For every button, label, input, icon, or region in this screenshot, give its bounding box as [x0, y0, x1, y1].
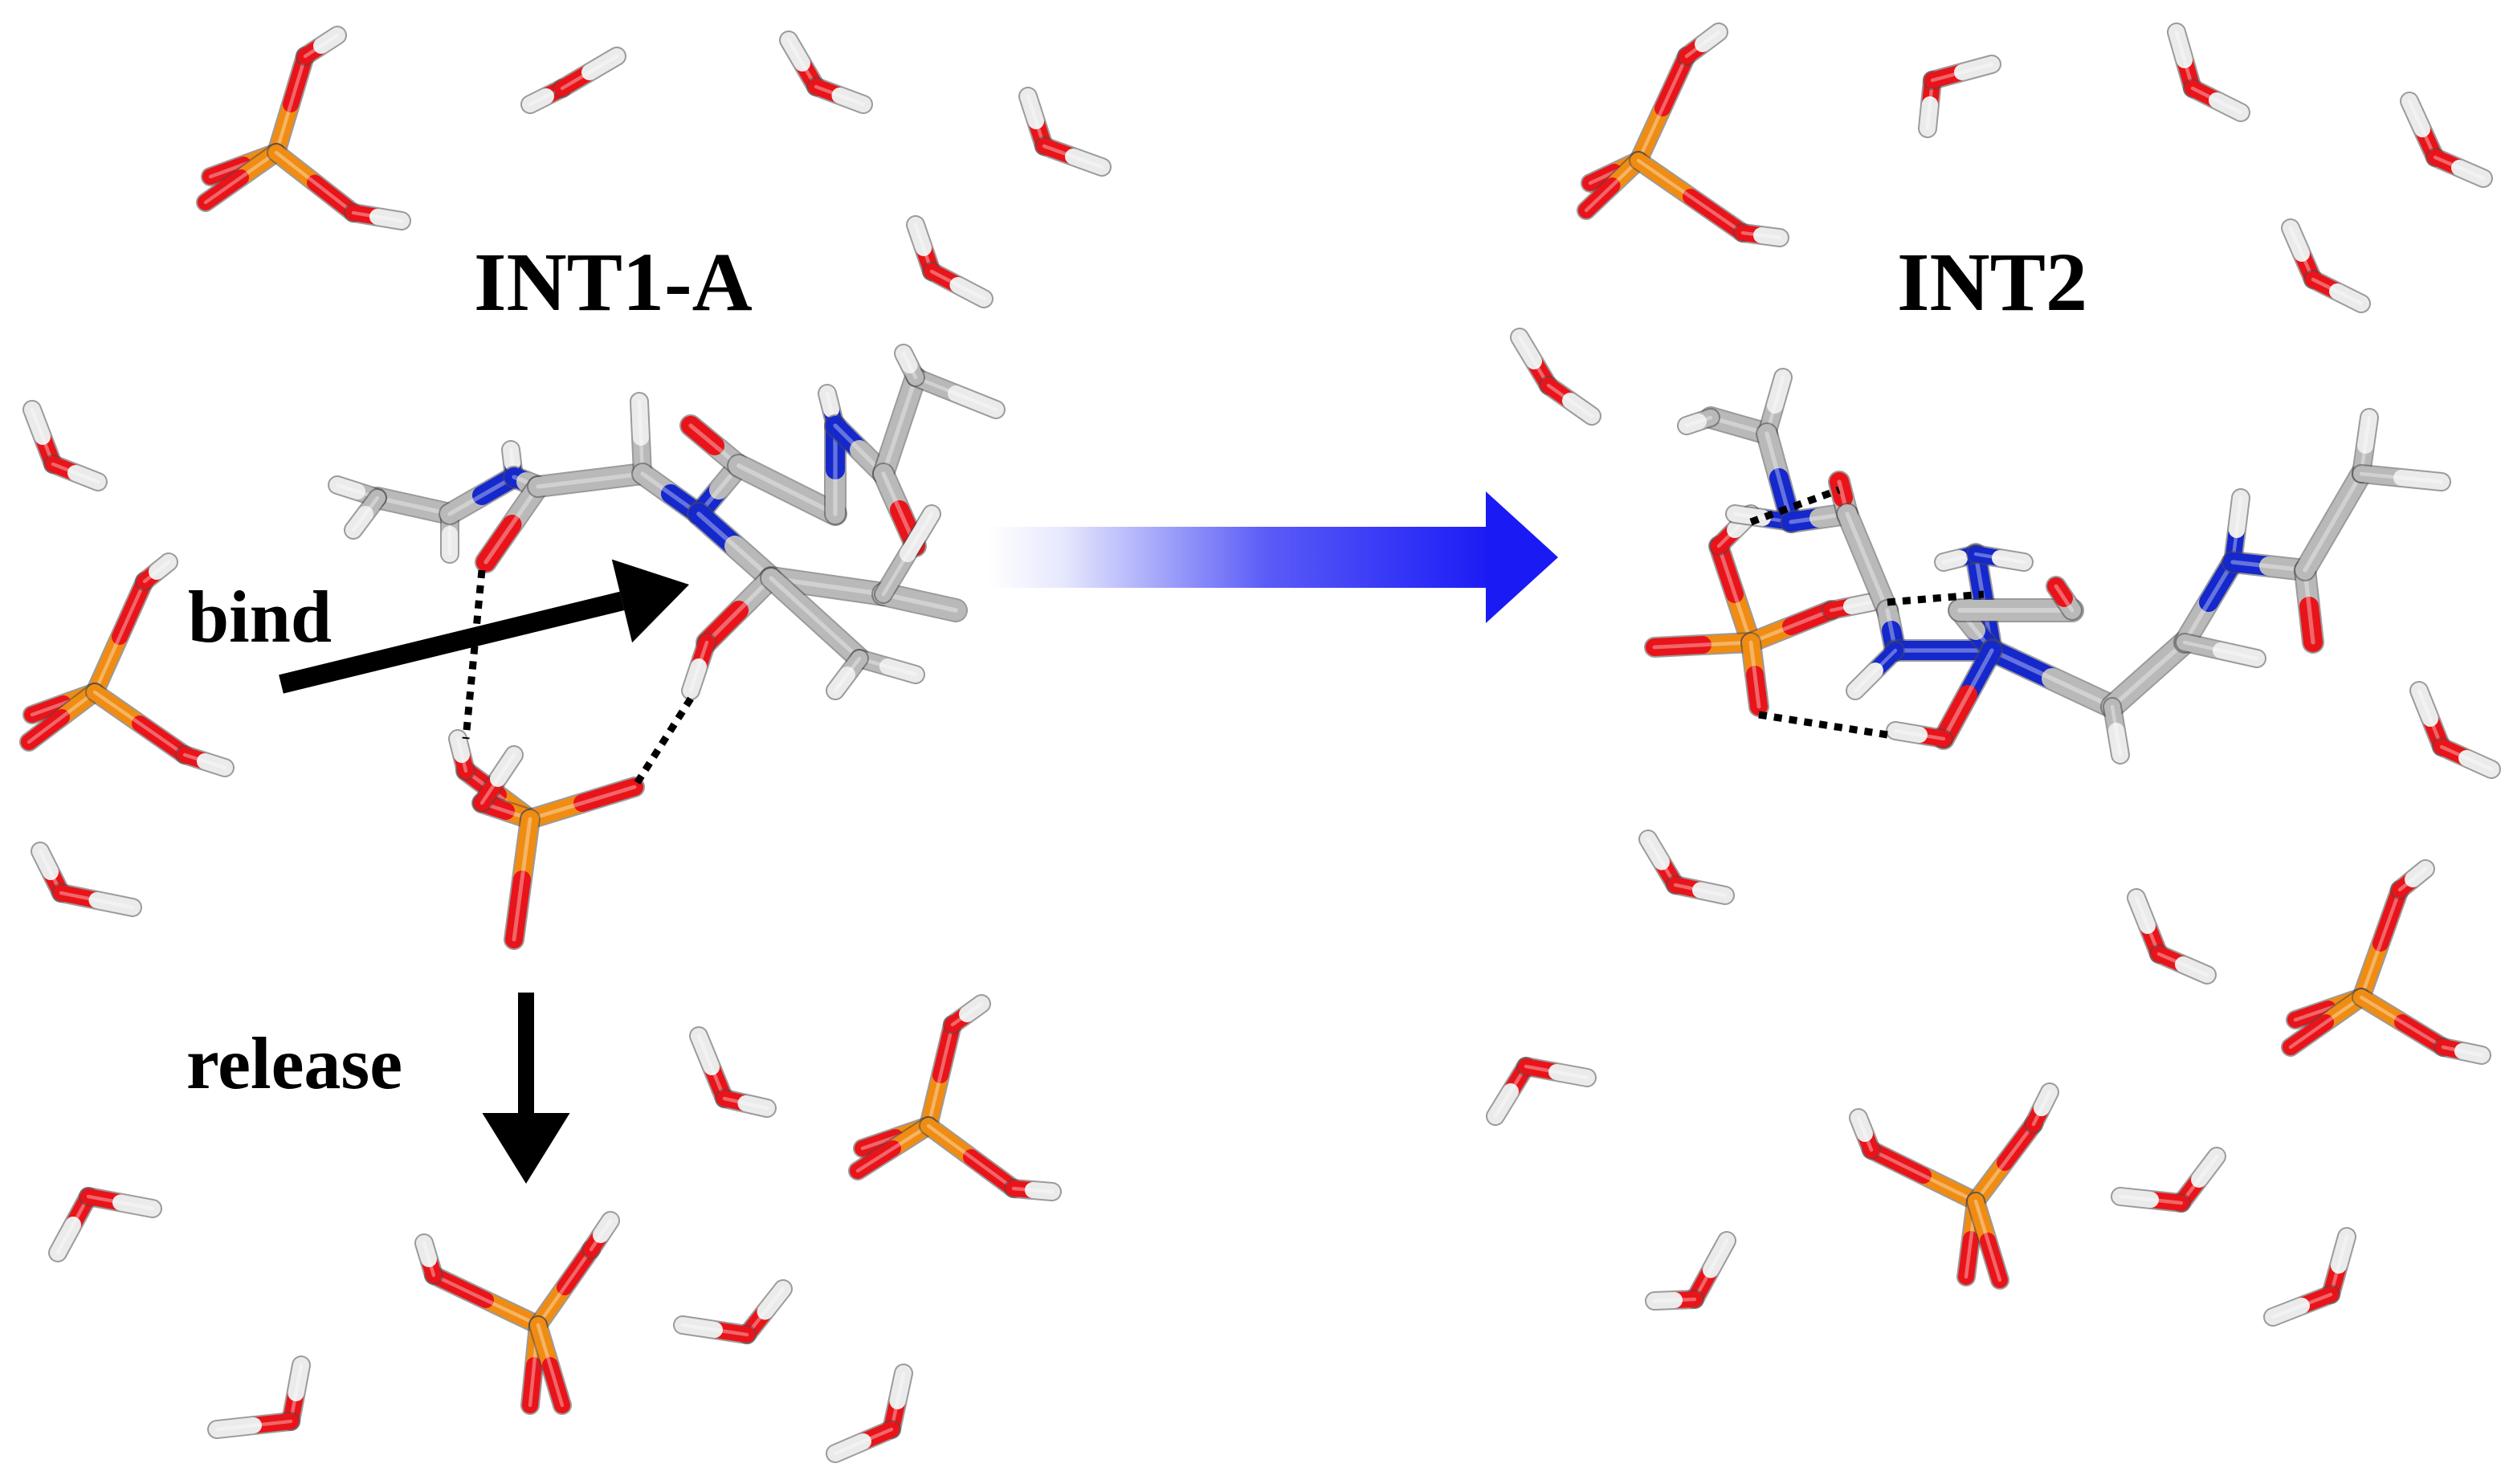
- release-label: release: [186, 1022, 403, 1104]
- water-molecule-icon: [689, 1026, 777, 1118]
- water-molecule-icon: [1918, 55, 2001, 138]
- int1-a-label: INT1-A: [474, 236, 753, 328]
- peptide-molecule-icon: [1644, 368, 2451, 764]
- phosphoric-acid-icon: [1849, 1082, 2059, 1290]
- water-molecule-icon: [2127, 888, 2217, 985]
- water-molecule-icon: [2281, 218, 2371, 313]
- water-molecule-icon: [1018, 87, 1112, 177]
- water-molecule-icon: [207, 1356, 311, 1439]
- peptide-molecule-icon: [328, 344, 1006, 950]
- water-molecule-icon: [31, 842, 142, 917]
- water-molecule-icon: [1638, 830, 1735, 905]
- release-arrow: [482, 993, 570, 1184]
- water-molecule-icon: [22, 400, 108, 491]
- water-molecule-icon: [2409, 681, 2501, 779]
- bind-label: bind: [188, 576, 333, 658]
- water-molecule-icon: [673, 1279, 793, 1344]
- int2-label: INT2: [1897, 236, 2087, 328]
- bind-arrow: [279, 559, 689, 694]
- water-molecule-icon: [2263, 1227, 2356, 1327]
- water-molecule-icon: [1510, 328, 1601, 426]
- transition-arrow: [988, 491, 1558, 623]
- water-molecule-icon: [779, 31, 873, 114]
- phosphoric-acid-icon: [1577, 22, 1789, 247]
- water-molecule-icon: [520, 47, 626, 114]
- water-molecule-icon: [906, 215, 993, 308]
- phosphoric-acid-icon: [19, 552, 235, 777]
- water-molecule-icon: [1486, 1057, 1597, 1126]
- phosphoric-acid-icon: [848, 994, 1062, 1201]
- phosphoric-acid-icon: [2281, 859, 2491, 1065]
- water-molecule-icon: [48, 1187, 162, 1262]
- water-molecule-icon: [2167, 22, 2250, 122]
- phosphoric-acid-icon: [196, 26, 411, 230]
- water-molecule-icon: [2111, 1147, 2226, 1213]
- phosphoric-acid-icon: [414, 1211, 620, 1415]
- water-molecule-icon: [1645, 1231, 1736, 1311]
- water-molecule-icon: [2400, 92, 2493, 188]
- water-molecule-icon: [826, 1364, 913, 1463]
